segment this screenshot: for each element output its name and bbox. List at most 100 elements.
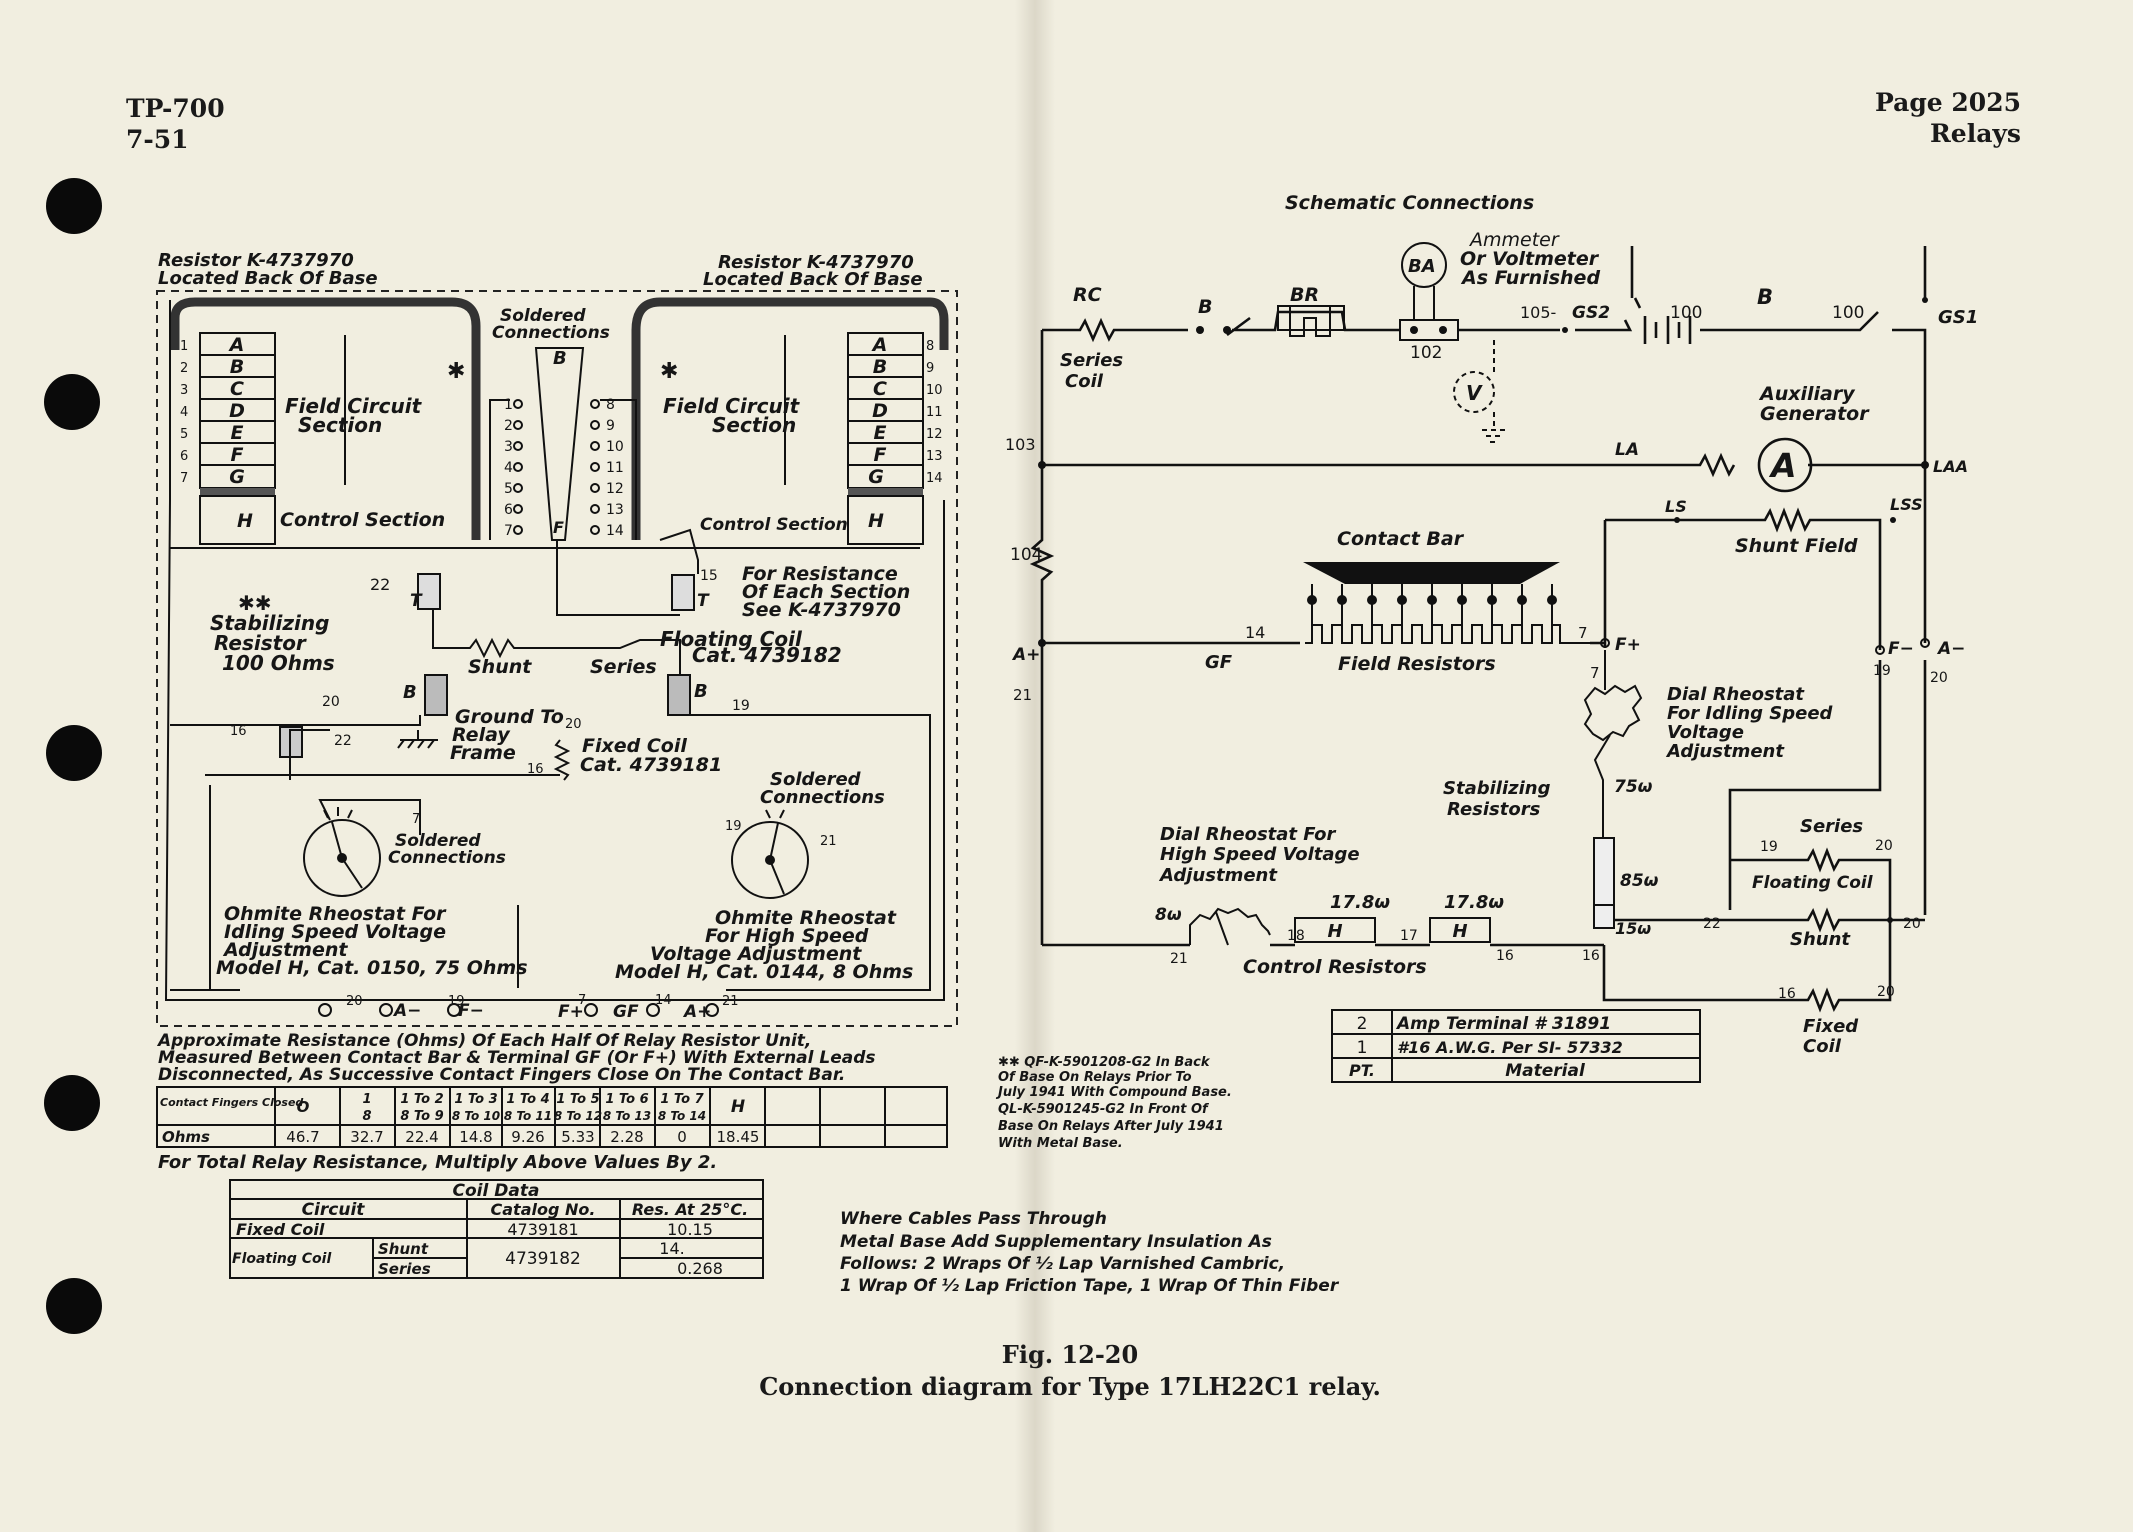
contact-bar-f: F <box>553 518 564 537</box>
footnote-2: Of Base On Relays Prior To <box>998 1070 1192 1085</box>
svg-text:14: 14 <box>606 523 624 539</box>
w85: 85ω <box>1620 871 1659 891</box>
dial-high-1: Dial Rheostat For <box>1160 824 1337 845</box>
n20: 20 <box>1930 670 1948 686</box>
idle-dial-rheostat <box>1583 650 1643 838</box>
svg-text:19: 19 <box>448 994 465 1009</box>
ctrl-num: 16 <box>1582 948 1600 964</box>
fplus: F+ <box>1615 635 1641 655</box>
svg-text:A+: A+ <box>682 1002 711 1022</box>
section-name: Relays <box>1930 119 2021 148</box>
svg-text:16: 16 <box>230 724 247 739</box>
svg-text:1: 1 <box>362 1092 371 1107</box>
b-terminal: B <box>694 681 708 702</box>
footnote-1: ✱✱ QF-K-5901208-G2 In Back <box>998 1055 1211 1070</box>
svg-text:Amp Terminal # 31891: Amp Terminal # 31891 <box>1395 1014 1611 1034</box>
aminus: A− <box>1936 639 1965 659</box>
svg-text:Contact Fingers Closed: Contact Fingers Closed <box>160 1096 303 1109</box>
svg-text:Fixed Coil: Fixed Coil <box>236 1220 325 1239</box>
contact-bar-b: B <box>553 348 567 369</box>
generator-a: A <box>1768 446 1797 485</box>
ls: LS <box>1665 497 1687 516</box>
control-resistors: Control Resistors <box>1243 956 1427 978</box>
svg-text:F−: F− <box>458 1001 484 1021</box>
control-section-right: Control Section <box>700 515 848 535</box>
resistor-letter-a: A <box>228 334 245 356</box>
binder-hole <box>46 1278 102 1334</box>
approx-note-3: Disconnected, As Successive Contact Fing… <box>158 1065 845 1085</box>
terminal-num: 11 <box>926 405 943 420</box>
n104: 104 <box>1010 545 1042 565</box>
terminal-num: 1 <box>180 339 188 354</box>
resistor-letter-h: H <box>868 510 884 532</box>
svg-text:22.4: 22.4 <box>405 1128 438 1146</box>
terminal-num: 3 <box>180 383 188 398</box>
ammeter-3: As Furnished <box>1460 267 1600 289</box>
svg-text:Floating Coil: Floating Coil <box>232 1251 331 1267</box>
footnote-4: QL-K-5901245-G2 In Front Of <box>998 1102 1210 1117</box>
ohm-idle-3: Adjustment <box>222 939 348 961</box>
figure-number: Fig. 12-20 <box>1001 1340 1139 1369</box>
svg-text:Coil Data: Coil Data <box>453 1181 540 1201</box>
n100b: 100 <box>1832 303 1864 323</box>
svg-text:8 To 10: 8 To 10 <box>452 1109 500 1123</box>
h1: H <box>1327 921 1342 942</box>
coil-num: 20 <box>1875 838 1893 854</box>
svg-text:1 To 7: 1 To 7 <box>660 1092 704 1107</box>
resistor-letter-b: B <box>230 356 244 378</box>
soldered-mid-2: Connections <box>388 848 506 868</box>
idle-rheostat <box>303 807 381 897</box>
resistor-letter-g: G <box>868 466 884 488</box>
svg-text:8 To 12: 8 To 12 <box>554 1109 602 1123</box>
svg-text:2.28: 2.28 <box>610 1128 643 1146</box>
floating-coil-2: Cat. 4739182 <box>692 643 842 667</box>
floating-coil-1: Floating Coil <box>660 627 803 651</box>
footnote-6: With Metal Base. <box>998 1136 1123 1151</box>
cable-note-2: Metal Base Add Supplementary Insulation … <box>840 1232 1272 1252</box>
stab-1: Stabilizing <box>1443 778 1551 799</box>
b-terminal: B <box>403 682 417 703</box>
n103: 103 <box>1005 435 1036 454</box>
svg-text:Catalog No.: Catalog No. <box>491 1200 596 1219</box>
right-resistor-column: A B C D E F G H 8 9 10 11 12 13 14 <box>847 332 943 545</box>
resistance-table: Contact Fingers Closed O 1 8 1 To 2 8 To… <box>156 1086 948 1148</box>
resistor-letter-e: E <box>231 422 244 444</box>
finger-terminals-right: 8 9 10 11 12 13 14 <box>590 397 624 539</box>
svg-text:0.268: 0.268 <box>677 1259 723 1278</box>
t-terminal: T <box>410 591 423 611</box>
ctrl-num: 21 <box>1170 951 1188 967</box>
svg-text:1 To 5: 1 To 5 <box>556 1092 599 1107</box>
svg-text:Material: Material <box>1505 1061 1586 1081</box>
n14: 14 <box>1245 623 1265 642</box>
series-label: Series <box>590 656 657 678</box>
svg-text:Circuit: Circuit <box>302 1200 366 1220</box>
b2-label: B <box>1757 285 1773 309</box>
svg-text:A−: A− <box>392 1001 421 1021</box>
ohm-high-4: Model H, Cat. 0144, 8 Ohms <box>615 961 913 983</box>
dial-idle-1: Dial Rheostat <box>1667 684 1805 705</box>
svg-text:8 To 13: 8 To 13 <box>603 1109 651 1123</box>
stab-stars: ✱✱ <box>238 591 272 615</box>
binder-hole <box>46 178 102 234</box>
resistor-letter-h: H <box>237 510 253 532</box>
svg-text:19: 19 <box>732 698 750 714</box>
for-resistance-1: For Resistance <box>742 563 898 585</box>
svg-text:20: 20 <box>322 694 340 710</box>
dial-idle-2: For Idling Speed <box>1667 703 1834 724</box>
approx-note-1: Approximate Resistance (Ohms) Of Each Ha… <box>156 1031 811 1051</box>
high-dial-rheostat <box>1189 907 1271 946</box>
resistor-letter-g: G <box>229 466 245 488</box>
ohm-idle-4: Model H, Cat. 0150, 75 Ohms <box>216 957 528 979</box>
for-resistance-3: See K-4737970 <box>742 599 901 621</box>
page-fold <box>1015 0 1055 1532</box>
coil-fixed-1: Fixed <box>1803 1016 1859 1037</box>
soldered-top-2: Connections <box>492 323 610 343</box>
svg-text:1 To 2: 1 To 2 <box>400 1092 443 1107</box>
cable-note-3: Follows: 2 Wraps Of ½ Lap Varnished Camb… <box>840 1254 1285 1274</box>
svg-text:0: 0 <box>677 1128 687 1146</box>
coil-floating: Floating Coil <box>1752 873 1874 893</box>
footnote-5: Base On Relays After July 1941 <box>998 1119 1224 1134</box>
doc-date: 7-51 <box>126 125 189 154</box>
svg-text:PT.: PT. <box>1349 1061 1375 1080</box>
